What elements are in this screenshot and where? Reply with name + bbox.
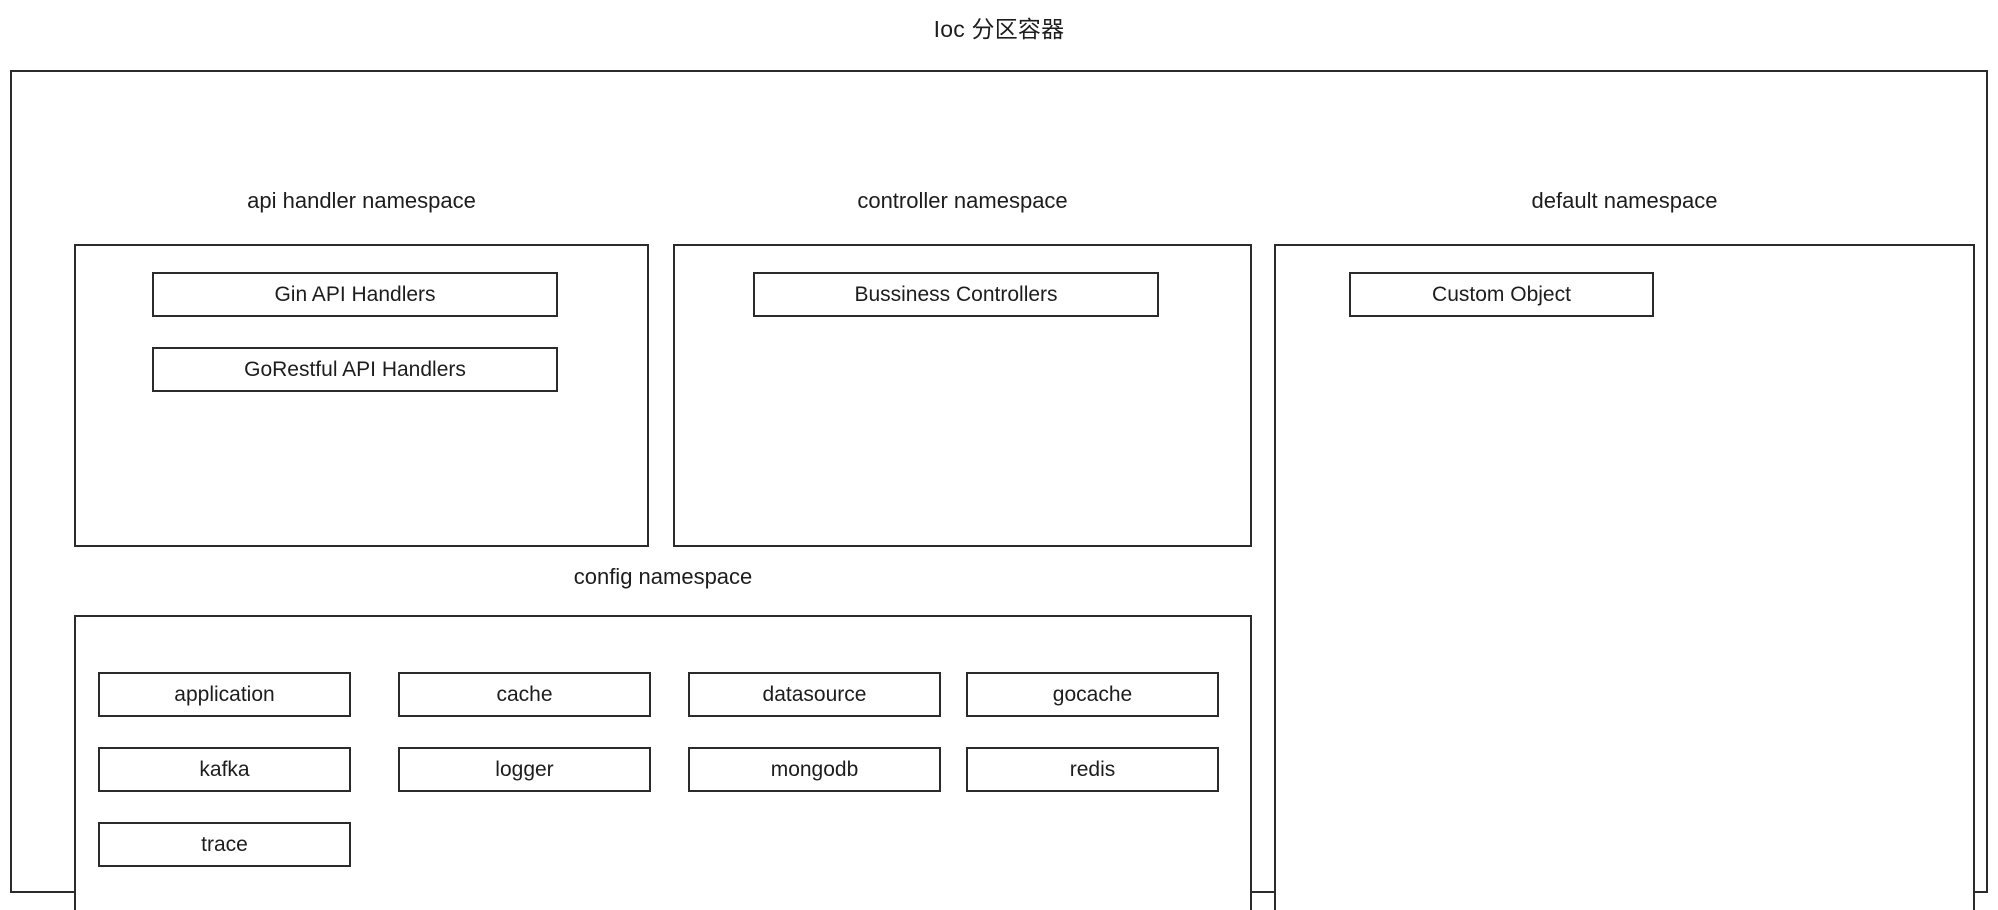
- bean-gin-api-handlers[interactable]: Gin API Handlers: [152, 272, 558, 317]
- config-namespace-panel: application cache datasource gocache kaf…: [74, 615, 1252, 910]
- bean-gocache[interactable]: gocache: [966, 672, 1219, 717]
- bean-mongodb[interactable]: mongodb: [688, 747, 941, 792]
- bean-bussiness-controllers[interactable]: Bussiness Controllers: [753, 272, 1159, 317]
- bean-kafka[interactable]: kafka: [98, 747, 351, 792]
- bean-cache[interactable]: cache: [398, 672, 651, 717]
- bean-redis[interactable]: redis: [966, 747, 1219, 792]
- bean-trace[interactable]: trace: [98, 822, 351, 867]
- bean-logger[interactable]: logger: [398, 747, 651, 792]
- bean-custom-object[interactable]: Custom Object: [1349, 272, 1654, 317]
- controller-namespace-panel: Bussiness Controllers: [673, 244, 1252, 547]
- config-namespace-label: config namespace: [573, 564, 753, 589]
- api-handler-namespace-panel: Gin API Handlers GoRestful API Handlers: [74, 244, 649, 547]
- ioc-container-outer-box: api handler namespace Gin API Handlers G…: [10, 70, 1988, 910]
- diagram-title: Ioc 分区容器: [933, 16, 1065, 42]
- default-namespace-panel: Custom Object: [1274, 244, 1975, 910]
- bean-gorestful-api-handlers[interactable]: GoRestful API Handlers: [152, 347, 558, 392]
- bean-datasource[interactable]: datasource: [688, 672, 941, 717]
- bean-application[interactable]: application: [98, 672, 351, 717]
- controller-namespace-label: controller namespace: [857, 188, 1068, 213]
- default-namespace-label: default namespace: [1531, 188, 1718, 213]
- api-handler-namespace-label: api handler namespace: [247, 188, 476, 213]
